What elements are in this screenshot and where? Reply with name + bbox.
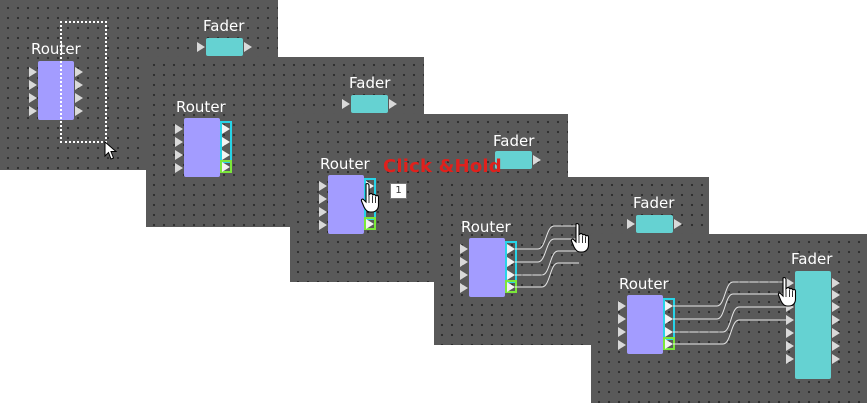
router-output-port[interactable]	[222, 162, 230, 172]
fader-input-port[interactable]	[786, 315, 794, 325]
fader-block-multi[interactable]	[795, 271, 831, 379]
router-input-port[interactable]	[319, 181, 327, 191]
fader-output-port[interactable]	[244, 42, 252, 52]
router-label: Router	[461, 218, 511, 236]
fader-block[interactable]	[206, 38, 243, 56]
router-output-port[interactable]	[507, 270, 515, 280]
fader-output-port[interactable]	[674, 219, 682, 229]
router-input-port[interactable]	[460, 257, 468, 267]
selected-output-port-last[interactable]	[220, 160, 232, 173]
router-block[interactable]	[328, 175, 364, 234]
fader-output-port[interactable]	[832, 341, 840, 351]
router-label: Router	[31, 40, 81, 58]
router-block[interactable]	[184, 118, 220, 177]
router-input-port[interactable]	[460, 244, 468, 254]
fader-label: Fader	[203, 17, 245, 35]
fader-input-port[interactable]	[786, 341, 794, 351]
router-output-port[interactable]	[75, 67, 83, 77]
router-input-port[interactable]	[460, 283, 468, 293]
router-input-port[interactable]	[29, 67, 37, 77]
router-output-port[interactable]	[366, 219, 374, 229]
router-label: Router	[176, 98, 226, 116]
router-output-port[interactable]	[665, 339, 673, 349]
hand-cursor-icon	[777, 277, 797, 307]
router-input-port[interactable]	[29, 80, 37, 90]
router-input-port[interactable]	[618, 340, 626, 350]
fader-output-port[interactable]	[832, 302, 840, 312]
router-output-port[interactable]	[75, 106, 83, 116]
router-output-port[interactable]	[507, 282, 515, 292]
router-output-port[interactable]	[75, 93, 83, 103]
router-output-port[interactable]	[222, 124, 230, 134]
router-input-port[interactable]	[175, 137, 183, 147]
router-input-port[interactable]	[460, 270, 468, 280]
fader-input-port[interactable]	[786, 278, 794, 288]
router-output-port[interactable]	[665, 314, 673, 324]
router-input-port[interactable]	[175, 150, 183, 160]
click-hold-instruction: Click &Hold	[383, 156, 502, 177]
router-input-port[interactable]	[29, 93, 37, 103]
channel-count-tooltip: 1	[390, 183, 407, 199]
fader-input-port[interactable]	[197, 42, 205, 52]
router-label: Router	[619, 275, 669, 293]
router-output-port[interactable]	[75, 80, 83, 90]
fader-input-port[interactable]	[786, 302, 794, 312]
router-label: Router	[320, 155, 370, 173]
router-output-port[interactable]	[222, 150, 230, 160]
router-input-port[interactable]	[319, 207, 327, 217]
router-output-port[interactable]	[366, 181, 374, 191]
fader-input-port[interactable]	[786, 354, 794, 364]
router-input-port[interactable]	[618, 314, 626, 324]
router-input-port[interactable]	[319, 220, 327, 230]
dragging-wires	[515, 225, 579, 288]
fader-label: Fader	[791, 250, 833, 268]
router-output-port[interactable]	[507, 244, 515, 254]
fader-input-port[interactable]	[342, 99, 350, 109]
fader-output-port[interactable]	[533, 155, 541, 165]
router-input-port[interactable]	[319, 194, 327, 204]
fader-input-port[interactable]	[786, 328, 794, 338]
canvas-step-5[interactable]: Router Fader	[591, 234, 867, 403]
fader-output-port[interactable]	[832, 278, 840, 288]
router-block[interactable]	[38, 61, 74, 120]
fader-output-port[interactable]	[832, 290, 840, 300]
fader-output-port[interactable]	[832, 315, 840, 325]
fader-label: Fader	[633, 194, 675, 212]
fader-input-port[interactable]	[627, 219, 635, 229]
router-input-port[interactable]	[175, 124, 183, 134]
drag-selection-rect	[60, 21, 107, 143]
router-block[interactable]	[469, 238, 505, 297]
router-input-port[interactable]	[175, 163, 183, 173]
router-output-port[interactable]	[665, 327, 673, 337]
fader-output-port[interactable]	[389, 99, 397, 109]
router-output-port[interactable]	[665, 301, 673, 311]
router-output-port[interactable]	[222, 137, 230, 147]
router-block[interactable]	[627, 295, 663, 354]
router-input-port[interactable]	[618, 301, 626, 311]
fader-label: Fader	[493, 132, 535, 150]
fader-block[interactable]	[495, 151, 532, 169]
hand-cursor-icon	[570, 223, 590, 253]
selected-output-port-last[interactable]	[364, 217, 376, 230]
router-input-port[interactable]	[618, 327, 626, 337]
fader-output-port[interactable]	[832, 354, 840, 364]
dragging-wires	[673, 281, 787, 345]
router-input-port[interactable]	[29, 106, 37, 116]
fader-output-port[interactable]	[832, 328, 840, 338]
arrow-cursor-icon	[104, 141, 118, 160]
fader-block[interactable]	[636, 215, 673, 233]
fader-block[interactable]	[351, 95, 388, 113]
router-output-port[interactable]	[507, 257, 515, 267]
fader-label: Fader	[349, 74, 391, 92]
hand-cursor-icon	[360, 183, 380, 213]
